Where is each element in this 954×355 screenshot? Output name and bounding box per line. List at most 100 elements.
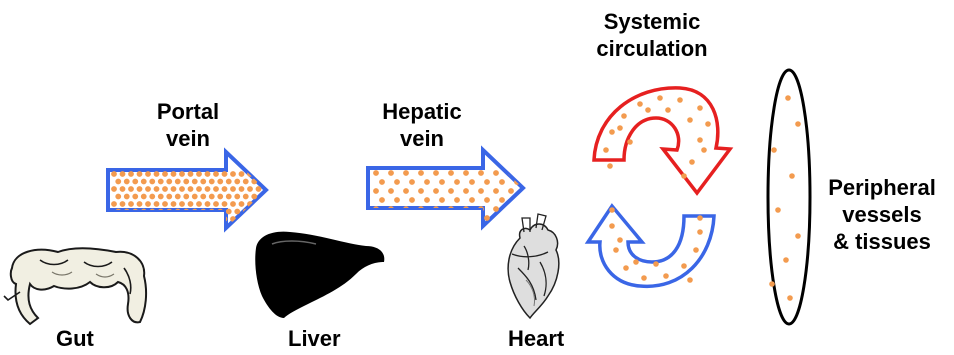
hepatic-vein-label-line2: vein <box>382 125 461 152</box>
particle <box>158 179 164 185</box>
particle <box>175 194 181 200</box>
particle <box>230 171 236 177</box>
particle <box>128 216 134 222</box>
particle <box>171 186 177 192</box>
particle <box>493 170 499 176</box>
particle <box>697 229 703 235</box>
particle <box>256 171 262 177</box>
particle <box>162 171 168 177</box>
particle <box>183 194 189 200</box>
peripheral-label-line3: & tissues <box>828 228 936 255</box>
particle <box>439 179 445 185</box>
particle <box>239 201 245 207</box>
particle <box>120 201 126 207</box>
particle <box>230 201 236 207</box>
particle <box>196 216 202 222</box>
particle <box>111 186 117 192</box>
particle <box>196 186 202 192</box>
particle <box>609 129 615 135</box>
peripheral-label-line1: Peripheral <box>828 174 936 201</box>
particle <box>499 197 505 203</box>
particle <box>145 186 151 192</box>
particle <box>484 179 490 185</box>
particle <box>687 277 693 283</box>
particle <box>179 171 185 177</box>
particle <box>448 188 454 194</box>
particle <box>454 215 460 221</box>
particle <box>154 216 160 222</box>
particle <box>641 275 647 281</box>
particle <box>209 179 215 185</box>
particle <box>154 201 160 207</box>
particle <box>705 121 711 127</box>
particle <box>120 186 126 192</box>
particle <box>424 197 430 203</box>
particle <box>171 171 177 177</box>
particle <box>689 159 695 165</box>
particle <box>623 265 629 271</box>
particle <box>379 179 385 185</box>
particle <box>247 186 253 192</box>
particle <box>663 273 669 279</box>
particle <box>145 216 151 222</box>
particle <box>188 216 194 222</box>
liver-icon <box>255 232 384 318</box>
particle <box>226 179 232 185</box>
portal-vein-label-line1: Portal <box>157 98 219 125</box>
particle <box>478 188 484 194</box>
particle <box>693 247 699 253</box>
particle <box>137 171 143 177</box>
particle <box>687 117 693 123</box>
particle <box>379 197 385 203</box>
particle <box>454 179 460 185</box>
particle <box>137 216 143 222</box>
heart-label: Heart <box>508 325 564 352</box>
particle <box>433 188 439 194</box>
particle <box>439 215 445 221</box>
particle <box>188 186 194 192</box>
particle <box>388 170 394 176</box>
particle <box>795 233 801 239</box>
particle <box>175 179 181 185</box>
particle <box>239 186 245 192</box>
particle <box>251 209 257 215</box>
particle <box>251 194 257 200</box>
particle <box>213 201 219 207</box>
portal-vein-label: Portal vein <box>157 98 219 152</box>
particle <box>222 201 228 207</box>
particle <box>120 216 126 222</box>
particle <box>243 179 249 185</box>
particle <box>609 207 615 213</box>
systemic-circulation-label-line1: Systemic <box>596 8 707 35</box>
particle <box>409 197 415 203</box>
particle <box>409 179 415 185</box>
systemic-blue-arrow <box>588 206 714 286</box>
particle <box>645 107 651 113</box>
particle <box>448 170 454 176</box>
particle <box>188 171 194 177</box>
systemic-circulation-label: Systemic circulation <box>596 8 707 62</box>
particle <box>132 194 138 200</box>
particle <box>484 197 490 203</box>
particle <box>213 216 219 222</box>
particle <box>388 188 394 194</box>
particle <box>783 257 789 263</box>
particle <box>463 188 469 194</box>
particle <box>162 216 168 222</box>
particle <box>499 215 505 221</box>
particle <box>171 201 177 207</box>
particle <box>111 171 117 177</box>
particle <box>653 261 659 267</box>
particle <box>514 215 520 221</box>
particle <box>613 247 619 253</box>
particle <box>418 170 424 176</box>
particle <box>213 186 219 192</box>
particle <box>418 188 424 194</box>
gut-label: Gut <box>56 325 94 352</box>
peripheral-vessel-ellipse <box>768 70 810 324</box>
particle <box>469 197 475 203</box>
particle <box>439 197 445 203</box>
particle <box>787 295 793 301</box>
particle <box>493 188 499 194</box>
